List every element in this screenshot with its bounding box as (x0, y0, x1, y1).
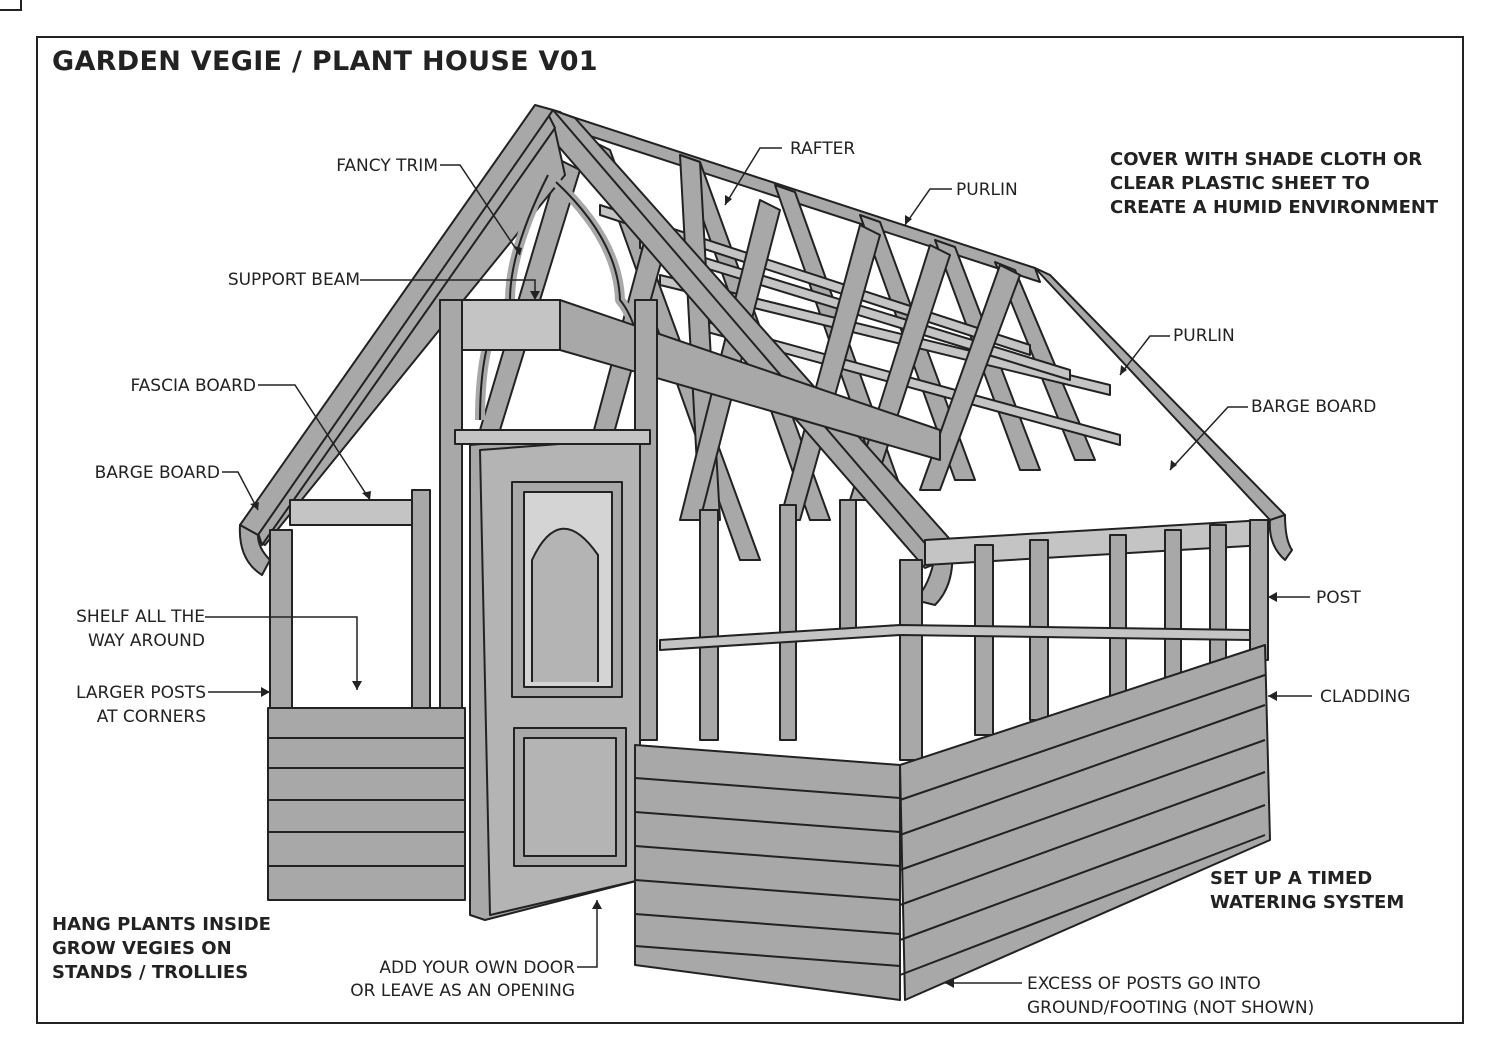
note-water-line2: WATERING SYSTEM (1210, 892, 1405, 913)
cladding-side (899, 644, 1271, 1001)
door (454, 429, 651, 921)
note-cover-line3: CREATE A HUMID ENVIRONMENT (1110, 197, 1439, 218)
label-barge-board-right: BARGE BOARD (1251, 397, 1377, 417)
note-water-line1: SET UP A TIMED (1210, 868, 1373, 889)
note-cover-line2: CLEAR PLASTIC SHEET TO (1110, 173, 1370, 194)
note-hang-line3: STANDS / TROLLIES (52, 962, 249, 983)
label-support-beam: SUPPORT BEAM (227, 270, 360, 290)
leader-arrows (250, 195, 1277, 988)
label-rafter: RAFTER (790, 139, 856, 159)
note-cover-line1: COVER WITH SHADE CLOTH OR (1110, 149, 1423, 170)
barge-board-rear (1034, 267, 1293, 561)
cladding-front (634, 744, 901, 1001)
label-excess-line2: GROUND/FOOTING (NOT SHOWN) (1027, 998, 1315, 1018)
label-fascia-board: FASCIA BOARD (130, 376, 256, 396)
label-door-line2: OR LEAVE AS AN OPENING (350, 981, 575, 1001)
label-larger-posts-line1: LARGER POSTS (75, 683, 206, 703)
label-purlin-right: PURLIN (1173, 326, 1235, 346)
label-post: POST (1316, 588, 1361, 608)
label-excess-line1: EXCESS OF POSTS GO INTO (1027, 974, 1261, 994)
page-title: GARDEN VEGIE / PLANT HOUSE V01 (52, 46, 598, 77)
label-shelf-line2: WAY AROUND (87, 631, 205, 651)
shelf-rail (659, 624, 1251, 651)
label-purlin-top: PURLIN (956, 180, 1018, 200)
drawing-frame (36, 36, 1464, 1024)
note-hang-line2: GROW VEGIES ON (52, 938, 232, 959)
corner-mark (0, 0, 22, 11)
note-hang-line1: HANG PLANTS INSIDE (52, 914, 271, 935)
label-larger-posts-line2: AT CORNERS (96, 707, 206, 727)
label-fancy-trim: FANCY TRIM (336, 156, 438, 176)
fascia-left (289, 499, 413, 526)
label-cladding: CLADDING (1320, 687, 1411, 707)
cladding-left (267, 707, 466, 901)
leader-lines (205, 147, 1312, 984)
label-shelf-line1: SHELF ALL THE (76, 607, 205, 627)
label-barge-board-left: BARGE BOARD (94, 463, 220, 483)
label-door-line1: ADD YOUR OWN DOOR (379, 958, 575, 978)
